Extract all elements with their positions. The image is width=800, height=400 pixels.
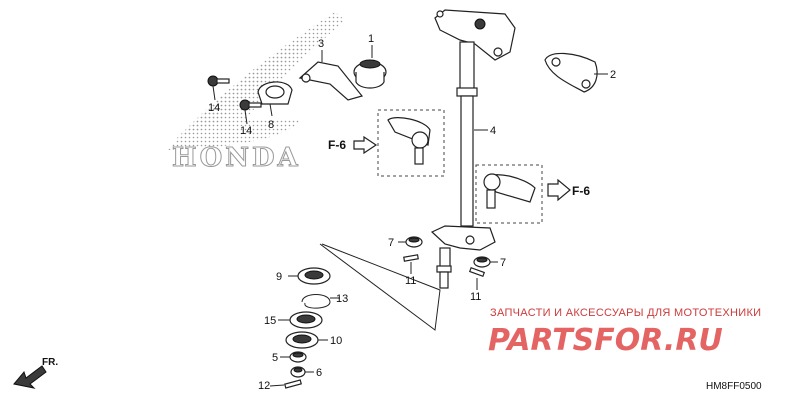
cotter-pin-11-right <box>468 266 486 278</box>
honda-logo-text: HONDA <box>172 143 301 173</box>
label-12[interactable]: 12 <box>258 380 270 392</box>
label-5[interactable]: 5 <box>272 352 278 364</box>
label-15[interactable]: 15 <box>264 315 276 327</box>
bearing-15 <box>289 311 323 329</box>
bracket-2 <box>544 52 598 93</box>
label-13[interactable]: 13 <box>336 293 348 305</box>
label-9[interactable]: 9 <box>276 271 282 283</box>
label-11-right[interactable]: 11 <box>470 291 481 303</box>
holder-3 <box>298 61 364 101</box>
label-11-left[interactable]: 11 <box>405 275 416 287</box>
clamp-8 <box>257 81 293 105</box>
arrow-left-icon <box>353 135 378 155</box>
label-14-upper[interactable]: 14 <box>208 102 220 114</box>
label-10[interactable]: 10 <box>330 335 342 347</box>
ref-left[interactable]: F-6 <box>328 135 378 155</box>
pin-12 <box>284 379 302 389</box>
ref-right-label: F-6 <box>572 184 590 198</box>
watermark-tagline: ЗАПЧАСТИ И АКСЕССУАРЫ ДЛЯ МОТОТЕХНИКИ <box>490 307 761 319</box>
nut-7-right <box>473 256 491 268</box>
collar-5 <box>289 351 307 363</box>
label-3[interactable]: 3 <box>318 38 324 50</box>
nut-6 <box>290 366 306 378</box>
seal-9 <box>297 267 331 285</box>
label-8[interactable]: 8 <box>268 119 274 131</box>
bolt-14-lower <box>239 99 262 111</box>
bushing-1 <box>353 59 387 89</box>
diagram-code: HM8FF0500 <box>706 381 762 392</box>
cotter-pin-11-left <box>403 254 419 262</box>
label-7-right[interactable]: 7 <box>500 257 506 269</box>
label-14-lower[interactable]: 14 <box>240 125 252 137</box>
leader-lines <box>212 45 608 387</box>
label-7-left[interactable]: 7 <box>388 237 394 249</box>
nut-7-left <box>405 236 423 248</box>
watermark: ЗАПЧАСТИ И АКСЕССУАРЫ ДЛЯ МОТОТЕХНИКИ PA… <box>488 307 761 358</box>
front-label: FR. <box>42 357 58 368</box>
label-2[interactable]: 2 <box>610 69 616 81</box>
steering-shaft-4 <box>430 9 516 289</box>
leader-line <box>319 243 441 331</box>
ref-left-label: F-6 <box>328 138 346 152</box>
seal-10 <box>285 331 319 349</box>
label-1[interactable]: 1 <box>368 33 374 45</box>
part-labels: 1 2 3 4 5 6 7 7 8 9 10 11 11 12 13 14 14… <box>208 33 616 392</box>
front-direction: FR. <box>13 357 58 389</box>
label-6[interactable]: 6 <box>316 367 322 379</box>
tie-rod-end-left <box>377 109 445 177</box>
ref-right[interactable]: F-6 <box>547 178 590 202</box>
circlip-13 <box>301 294 331 309</box>
watermark-brand: PARTSFOR.RU <box>488 323 723 358</box>
tie-rod-end-right <box>475 164 543 224</box>
arrow-right-icon <box>547 178 571 202</box>
front-arrow-icon <box>13 365 47 389</box>
honda-wing-emblem: HONDA <box>168 12 345 174</box>
bolt-14-upper <box>207 75 230 87</box>
label-4[interactable]: 4 <box>490 125 496 137</box>
